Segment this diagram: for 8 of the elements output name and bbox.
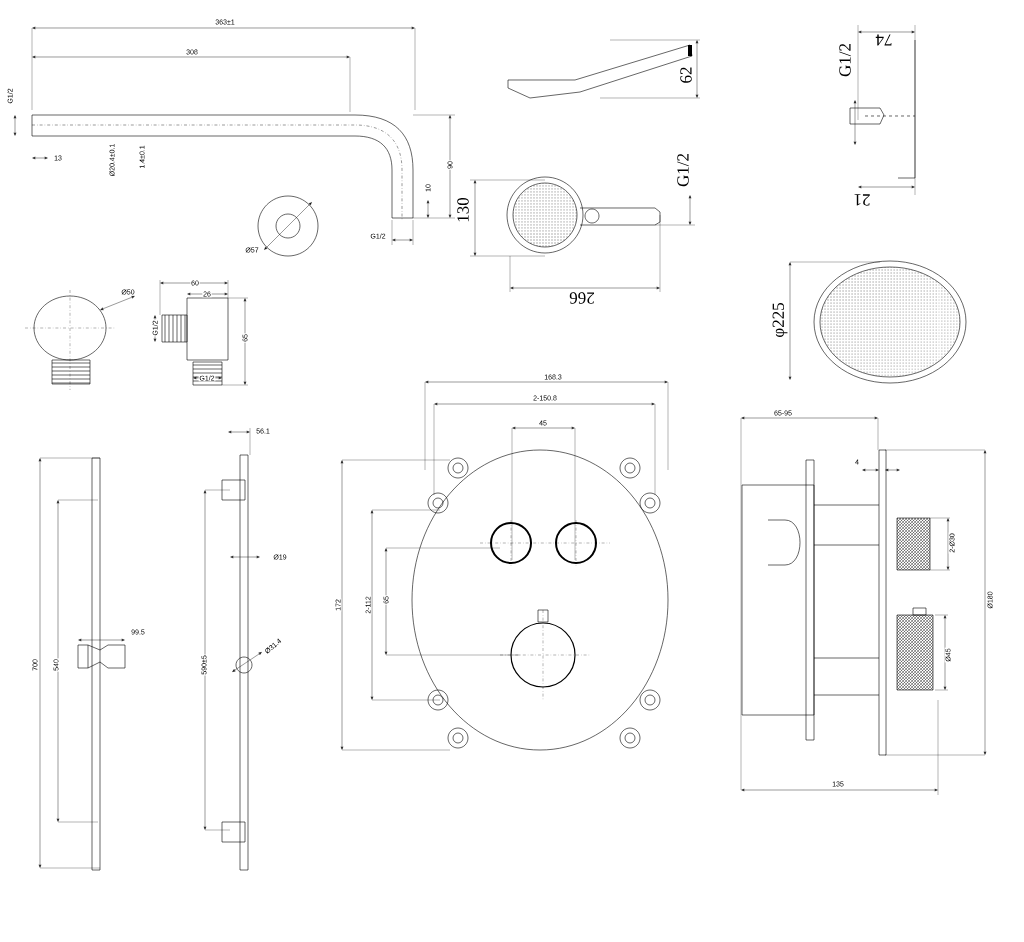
dimension-label: φ225	[771, 301, 789, 339]
dimension-label: 130	[456, 196, 470, 224]
dimension-label: G1/2	[838, 42, 852, 78]
dimension-label: G1/2	[676, 152, 690, 188]
dimension-label: 21	[852, 193, 872, 207]
dimension-label: 266	[568, 291, 596, 305]
dimension-label: 74	[874, 33, 894, 47]
dimension-label: 62	[679, 65, 693, 85]
